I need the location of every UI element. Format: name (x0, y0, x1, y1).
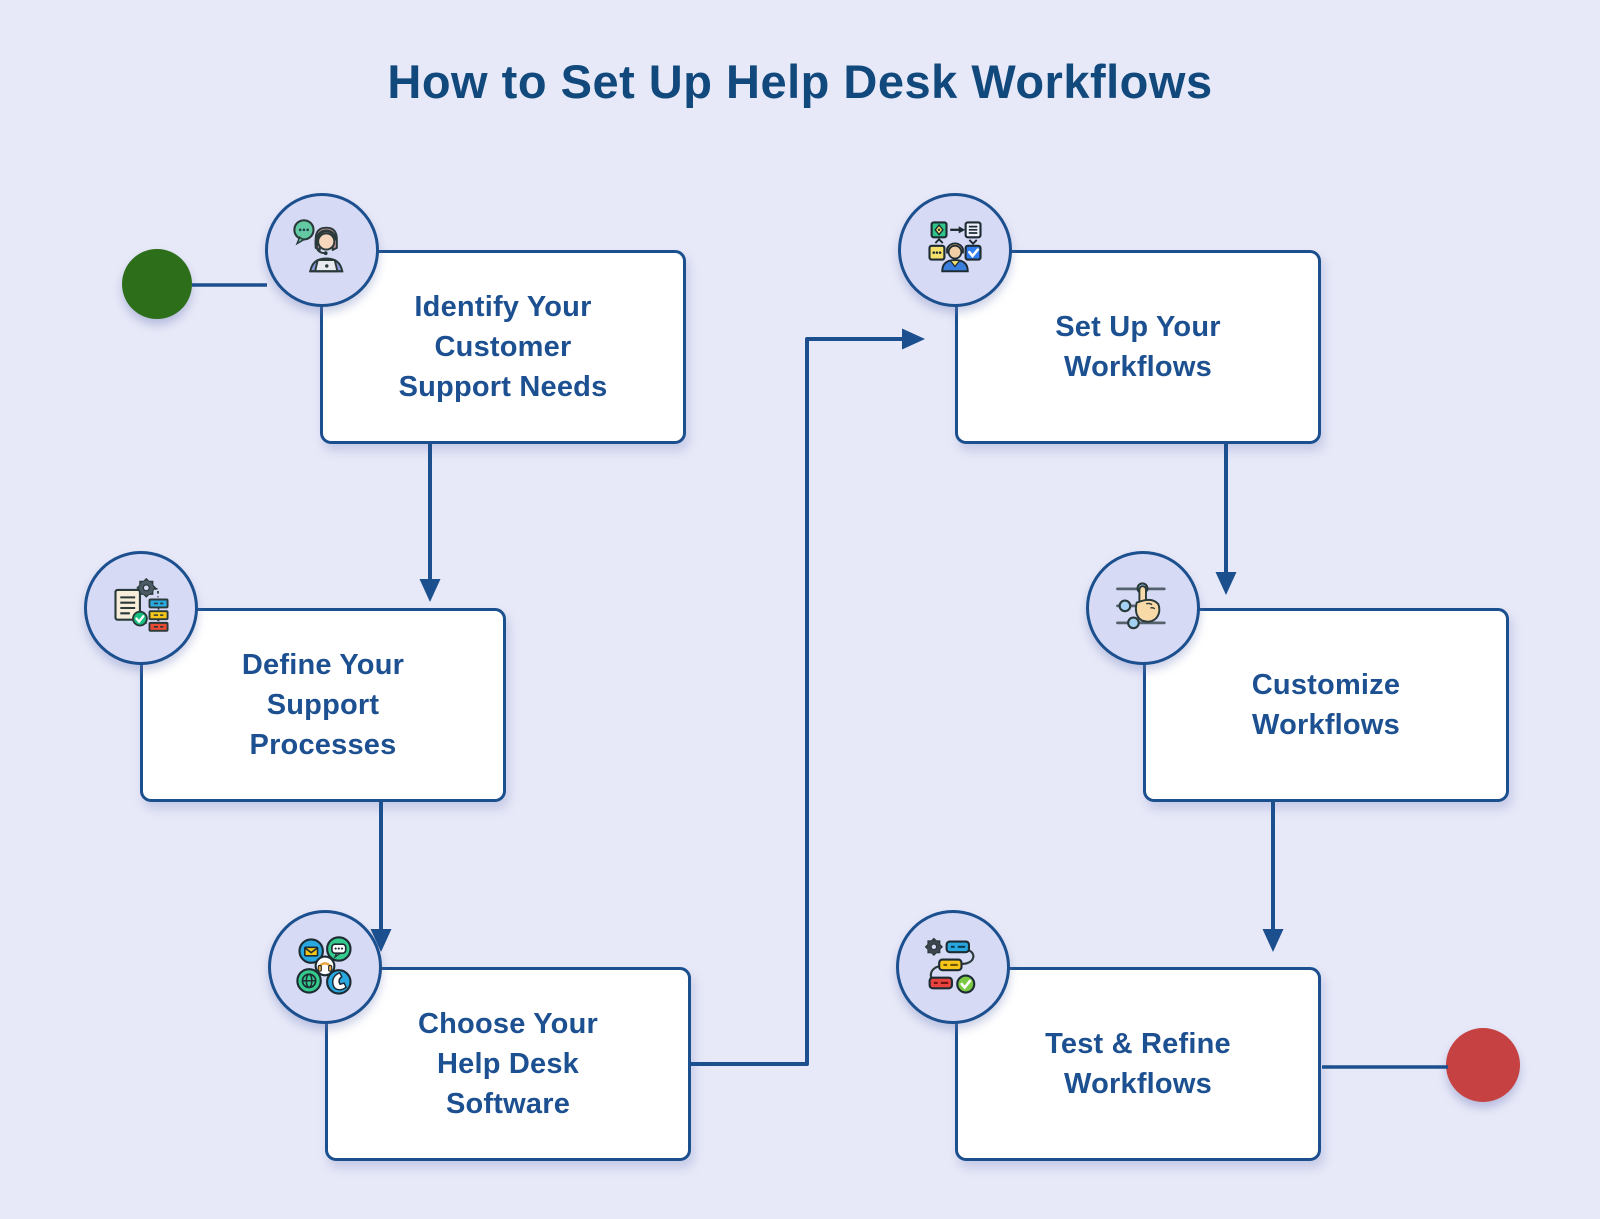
icon-badge-define-processes (84, 551, 198, 665)
flow-box-label: Define Your Support Processes (241, 649, 405, 761)
icon-badge-customize-workflows (1086, 551, 1200, 665)
flow-box-label: Customize Workflows (1251, 669, 1401, 741)
connector-step3-to-step4 (691, 337, 903, 1066)
process-document-icon (114, 577, 169, 632)
workflow-check-icon (924, 937, 976, 994)
icon-badge-identify-needs (265, 193, 379, 307)
icon-badge-support-channels (268, 910, 382, 1024)
flow-box-test-refine: Test & Refine Workflows (955, 967, 1321, 1161)
support-agent-icon (293, 219, 344, 273)
flow-box-customize-workflows: Customize Workflows (1143, 608, 1509, 802)
arrowhead-step5 (1215, 572, 1237, 595)
support-channels-icon (296, 936, 352, 995)
flow-box-identify-needs: Identify Your Customer Support Needs (320, 250, 686, 444)
flow-box-label: Choose Your Help Desk Software (418, 1008, 598, 1120)
icon-badge-test-refine (896, 910, 1010, 1024)
icon-badge-set-up-workflows (898, 193, 1012, 307)
end-node (1446, 1028, 1520, 1102)
sliders-hand-icon (1116, 582, 1166, 630)
flow-box-choose-software: Choose Your Help Desk Software (325, 967, 691, 1161)
flow-box-label: Set Up Your Workflows (1055, 311, 1221, 383)
arrowhead-step6 (1262, 929, 1284, 952)
arrowhead-step2 (419, 579, 441, 602)
flow-box-define-processes: Define Your Support Processes (140, 608, 506, 802)
flow-box-label: Test & Refine Workflows (1045, 1028, 1231, 1100)
flow-box-set-up-workflows: Set Up Your Workflows (955, 250, 1321, 444)
flow-box-label: Identify Your Customer Support Needs (398, 291, 608, 403)
user-workflow-icon (928, 221, 982, 273)
page-title: How to Set Up Help Desk Workflows (387, 55, 1213, 108)
arrowhead-step4 (902, 328, 925, 350)
start-node (122, 249, 192, 319)
